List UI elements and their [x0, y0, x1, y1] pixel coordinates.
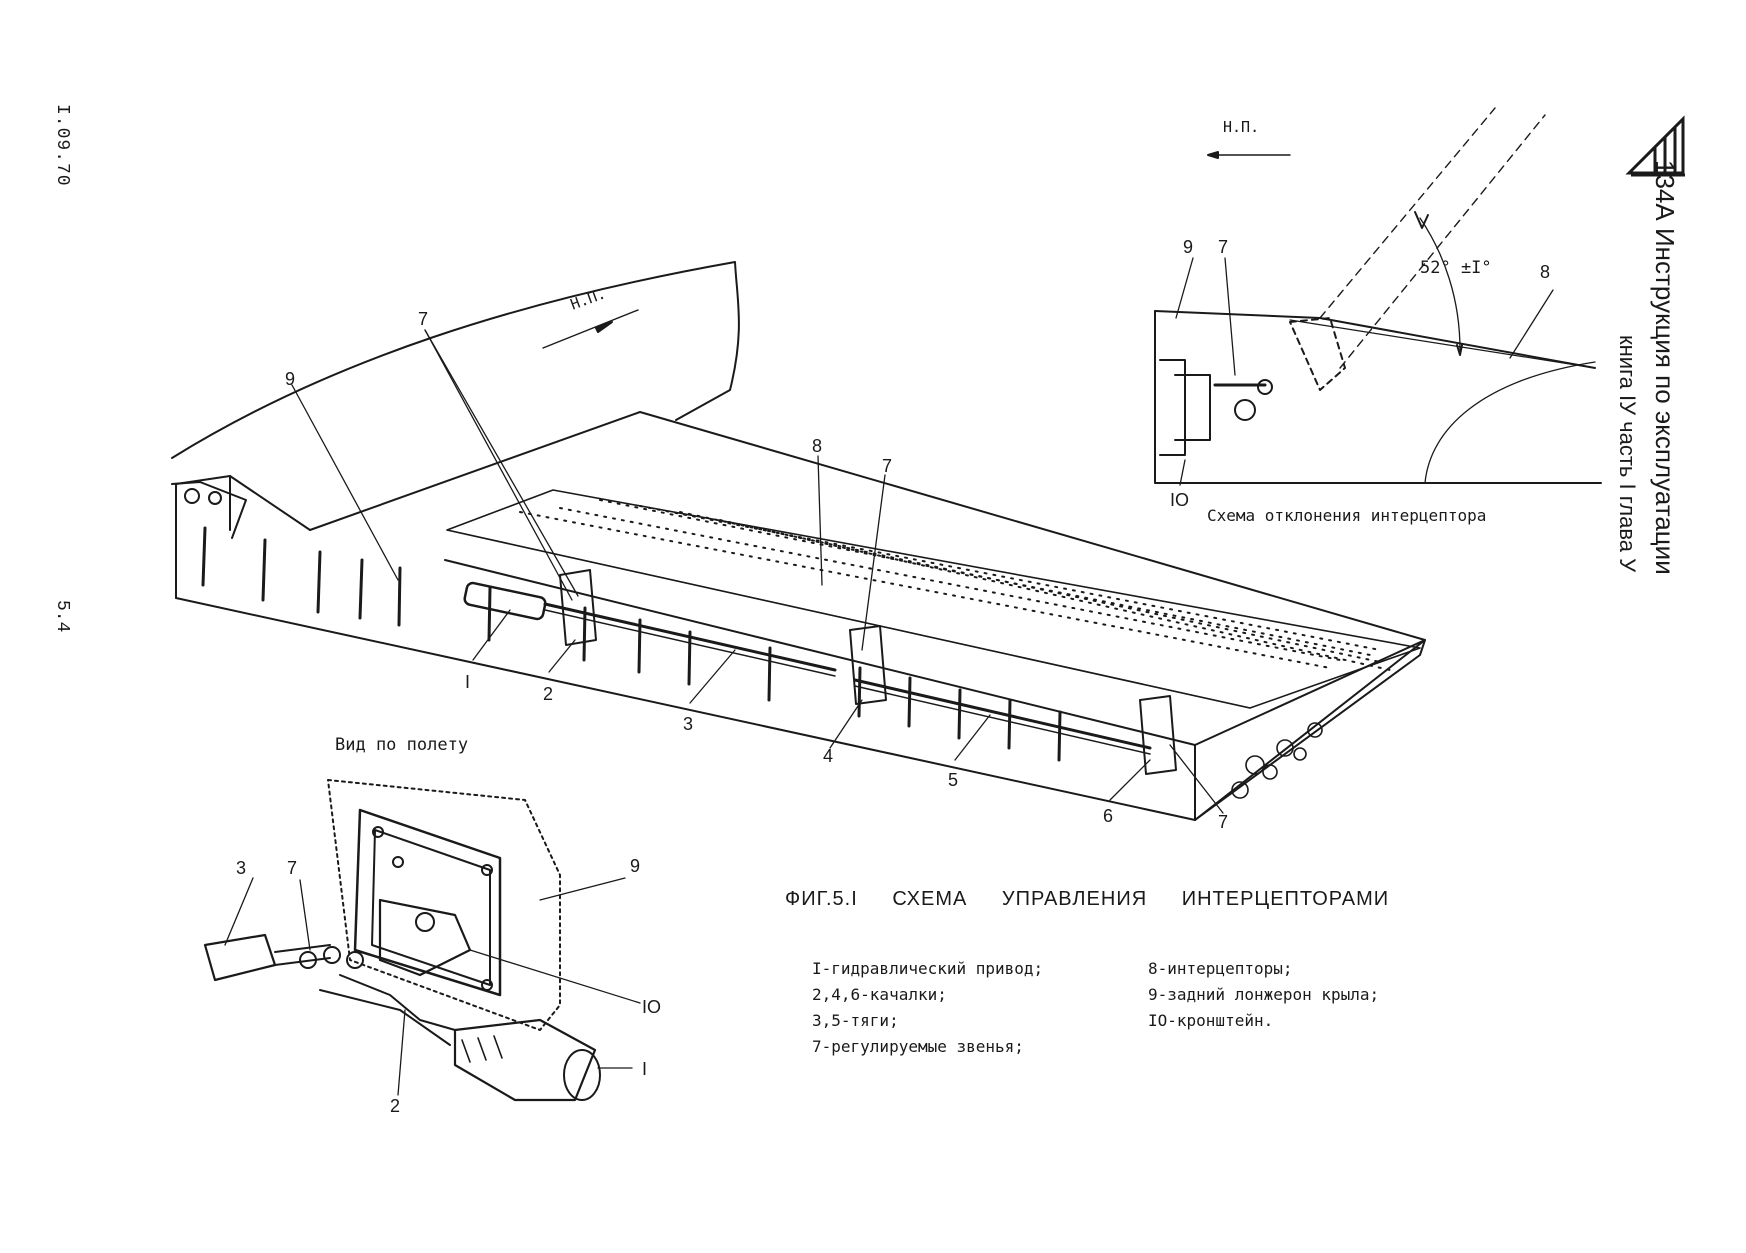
- callout-main-4: 4: [823, 746, 833, 766]
- callout-inset-9: 9: [1183, 237, 1193, 257]
- legend-right: 8-интерцепторы; 9-задний лонжерон крыла;…: [1148, 956, 1379, 1034]
- callout-main-9: 9: [285, 369, 295, 389]
- callout-main-7b: 7: [882, 456, 892, 476]
- legend-left: I-гидравлический привод; 2,4,6-качалки; …: [812, 956, 1043, 1060]
- callout-view-9: 9: [630, 856, 640, 876]
- inset-flight-direction-label: Н.П.: [1223, 118, 1260, 136]
- manufacturer-logo: [1625, 115, 1685, 177]
- callout-main-6: 6: [1103, 806, 1113, 826]
- wing-section: [171, 261, 1426, 821]
- callout-main-5: 5: [948, 770, 958, 790]
- callout-inset-8: 8: [1540, 262, 1550, 282]
- callout-view-2: 2: [390, 1096, 400, 1116]
- callout-view-3: 3: [236, 858, 246, 878]
- legend-item: 8-интерцепторы;: [1148, 959, 1293, 978]
- callout-view-I: I: [642, 1059, 647, 1079]
- callout-inset-IO: IO: [1170, 490, 1189, 510]
- figure-caption: ФИГ.5.I СХЕМА УПРАВЛЕНИЯ ИНТЕРЦЕПТОРАМИ: [785, 888, 1390, 910]
- callout-view-7: 7: [287, 858, 297, 878]
- callout-view-IO: IO: [642, 997, 661, 1017]
- callout-main-I: I: [465, 672, 470, 692]
- legend-item: 2,4,6-качалки;: [812, 985, 947, 1004]
- view-along-flight: [203, 779, 641, 1102]
- callout-main-7c: 7: [1218, 812, 1228, 832]
- callout-main-2: 2: [543, 684, 553, 704]
- legend-item: 7-регулируемые звенья;: [812, 1037, 1024, 1056]
- callout-main-8: 8: [812, 436, 822, 456]
- deflection-angle-label: 52° ±I°: [1420, 258, 1492, 278]
- legend-item: IO-кронштейн.: [1148, 1011, 1274, 1030]
- callout-inset-7: 7: [1218, 237, 1228, 257]
- deflection-scheme: [1154, 107, 1602, 486]
- legend-item: 9-задний лонжерон крыла;: [1148, 985, 1380, 1004]
- legend-item: 3,5-тяги;: [812, 1011, 899, 1030]
- callout-main-7: 7: [418, 309, 428, 329]
- view-label: Вид по полету: [335, 735, 469, 755]
- inset-caption: Схема отклонения интерцептора: [1207, 506, 1487, 525]
- legend-item: I-гидравлический привод;: [812, 959, 1044, 978]
- callout-main-3: 3: [683, 714, 693, 734]
